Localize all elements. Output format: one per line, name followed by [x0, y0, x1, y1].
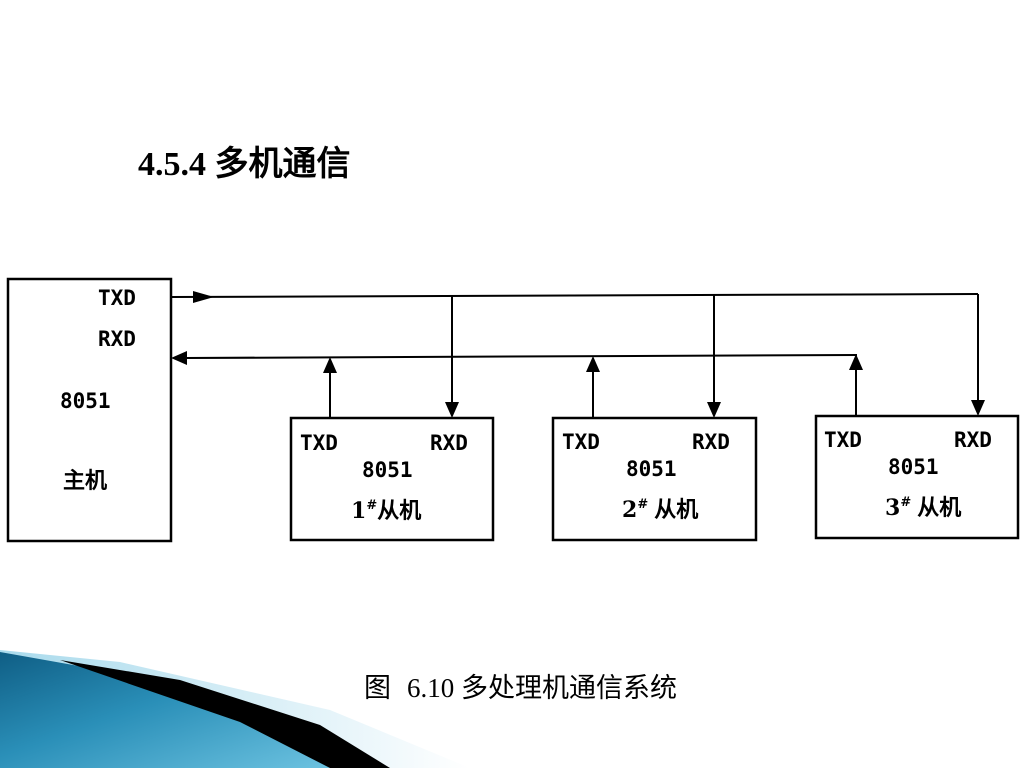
- host-chip-label: 8051: [60, 389, 111, 413]
- slave-1-txd-arrow: [323, 357, 337, 373]
- slave-2-txd-label: TXD: [562, 430, 600, 454]
- slave-2-txd-arrow: [586, 356, 600, 372]
- slave-1-txd-label: TXD: [300, 431, 338, 455]
- slave-3-chip-label: 8051: [888, 455, 939, 479]
- slave-1-mark: #: [366, 498, 377, 513]
- slave-3-rxd-arrow: [971, 400, 985, 416]
- slave-1-role-label: 从机: [377, 498, 421, 524]
- slave-3-rxd-label: RXD: [954, 428, 992, 452]
- slave-1-box: [289, 416, 495, 542]
- figure-caption-label: 图: [364, 673, 391, 703]
- slave-2-chip-label: 8051: [626, 457, 677, 481]
- tx-bus-line: [170, 293, 979, 298]
- slave-2-box: [551, 416, 758, 542]
- host-rxd-label: RXD: [98, 327, 136, 351]
- slave-2-rxd-label: RXD: [692, 430, 730, 454]
- slave-2-number: 2: [622, 497, 637, 523]
- slave-2-rxd-arrow: [707, 402, 721, 418]
- slave-1-rxd-label: RXD: [430, 431, 468, 455]
- host-txd-label: TXD: [98, 286, 136, 310]
- slave-1-rxd-arrow: [445, 402, 459, 418]
- slave-3-number: 3: [885, 495, 900, 521]
- slave-3-mark: #: [900, 495, 911, 510]
- slave-3-role: 3# 从机: [885, 495, 961, 521]
- slave-3-role-label: 从机: [917, 495, 961, 521]
- figure-caption: 图 6.10 多处理机通信系统: [364, 666, 677, 705]
- slave-2-role-label: 从机: [654, 497, 698, 523]
- rx-bus-arrow: [171, 351, 187, 365]
- slave-2-role: 2# 从机: [622, 497, 698, 523]
- rx-bus-line: [184, 354, 858, 359]
- slave-3-txd-arrow: [849, 354, 863, 370]
- slave-1-chip-label: 8051: [362, 458, 413, 482]
- slide-title: 4.5.4 多机通信: [138, 146, 351, 183]
- slave-1-role: 1#从机: [351, 498, 421, 524]
- slave-2-mark: #: [637, 497, 648, 512]
- slave-3-txd-label: TXD: [824, 428, 862, 452]
- tx-bus-arrow: [193, 291, 214, 303]
- slave-3-box: [814, 414, 1020, 540]
- host-box: [6, 277, 173, 543]
- figure-caption-text: 6.10 多处理机通信系统: [407, 673, 677, 703]
- host-role-label: 主机: [63, 468, 107, 494]
- slave-1-number: 1: [351, 498, 366, 524]
